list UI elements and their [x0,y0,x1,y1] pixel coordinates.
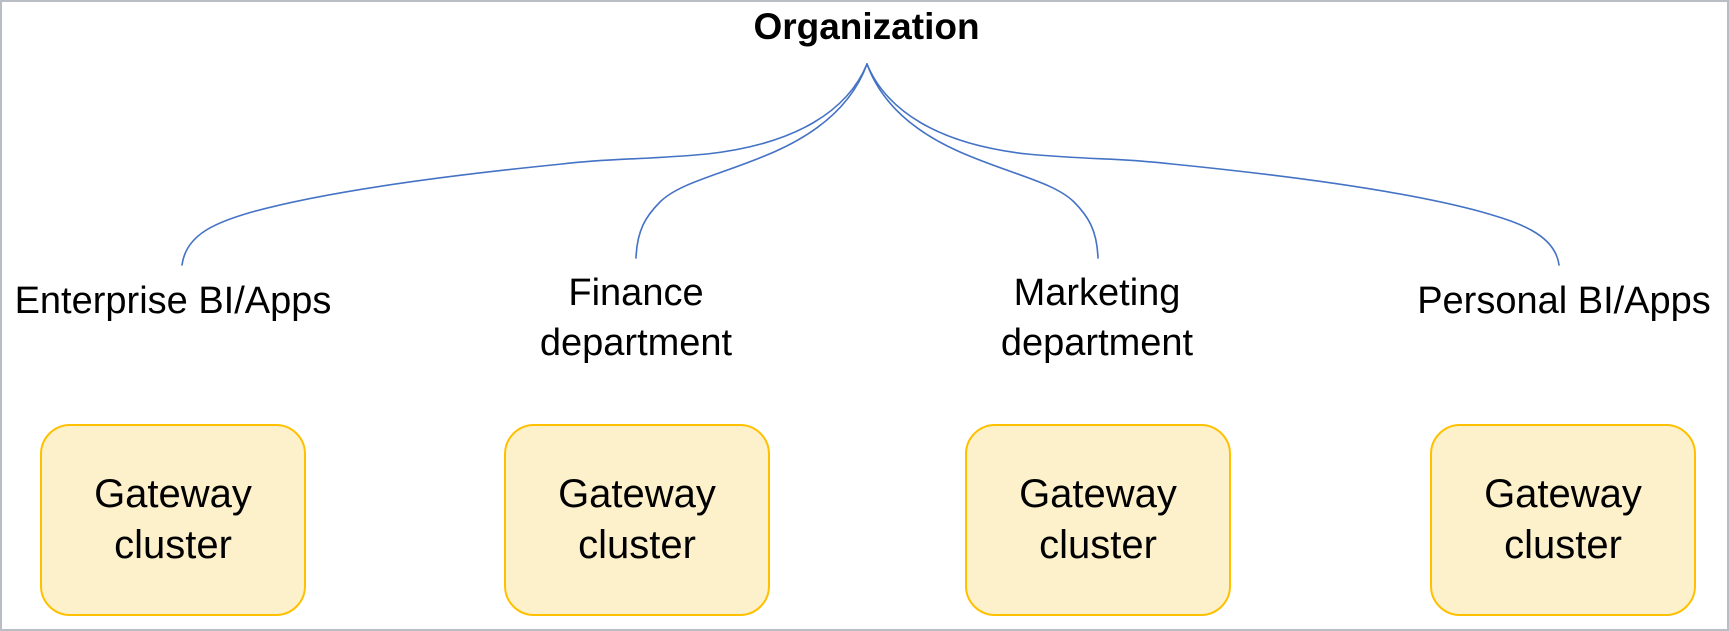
gateway-cluster-box-finance: Gateway cluster [504,424,770,616]
gateway-cluster-label: Gateway cluster [1484,472,1642,567]
gateway-cluster-label: Gateway cluster [94,472,252,567]
connector-personal-bi-apps [866,63,1560,266]
connector-marketing-department [866,63,1099,259]
gateway-cluster-box-marketing: Gateway cluster [965,424,1231,616]
connector-finance-department [635,63,868,259]
gateway-cluster-box-enterprise: Gateway cluster [40,424,306,616]
gateway-cluster-label: Gateway cluster [1019,472,1177,567]
connector-enterprise-bi-apps [181,63,868,266]
gateway-cluster-box-personal: Gateway cluster [1430,424,1696,616]
branch-label-enterprise-bi-apps: Enterprise BI/Apps [14,280,332,322]
branch-label-finance-department: Finance department [539,272,733,364]
root-node-label: Organization [753,6,980,47]
branch-label-marketing-department: Marketing department [1000,272,1194,364]
gateway-cluster-label: Gateway cluster [558,472,716,567]
branch-label-personal-bi-apps: Personal BI/Apps [1417,280,1711,322]
